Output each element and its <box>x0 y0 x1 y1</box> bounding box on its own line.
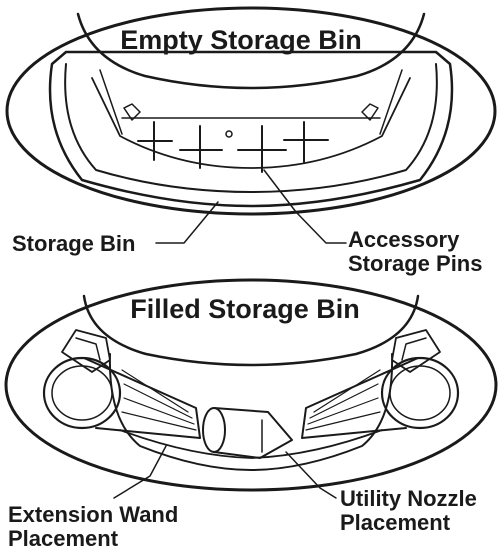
accessory-storage-pins <box>137 121 329 173</box>
utility-nozzle <box>202 407 293 459</box>
extension-wand-left <box>42 329 201 439</box>
extension-wand-right <box>301 329 460 439</box>
empty-bin-title: Empty Storage Bin <box>120 25 362 55</box>
top-leader-lines <box>155 169 347 244</box>
filled-bin-title: Filled Storage Bin <box>130 294 360 324</box>
filled-bin-illustration <box>4 278 498 492</box>
storage-bin-label: Storage Bin <box>12 231 135 256</box>
utility-nozzle-label-line-1: Utility Nozzle <box>340 486 477 511</box>
bottom-leader-lines <box>113 445 337 499</box>
accessory-label-line-2: Storage Pins <box>348 251 482 276</box>
extension-wand-label-line-1: Extension Wand <box>8 502 178 527</box>
utility-nozzle-label-line-2: Placement <box>340 510 451 535</box>
empty-bin-illustration <box>5 6 497 216</box>
extension-wand-label-line-2: Placement <box>8 526 119 550</box>
accessory-label-line-1: Accessory <box>348 227 460 252</box>
